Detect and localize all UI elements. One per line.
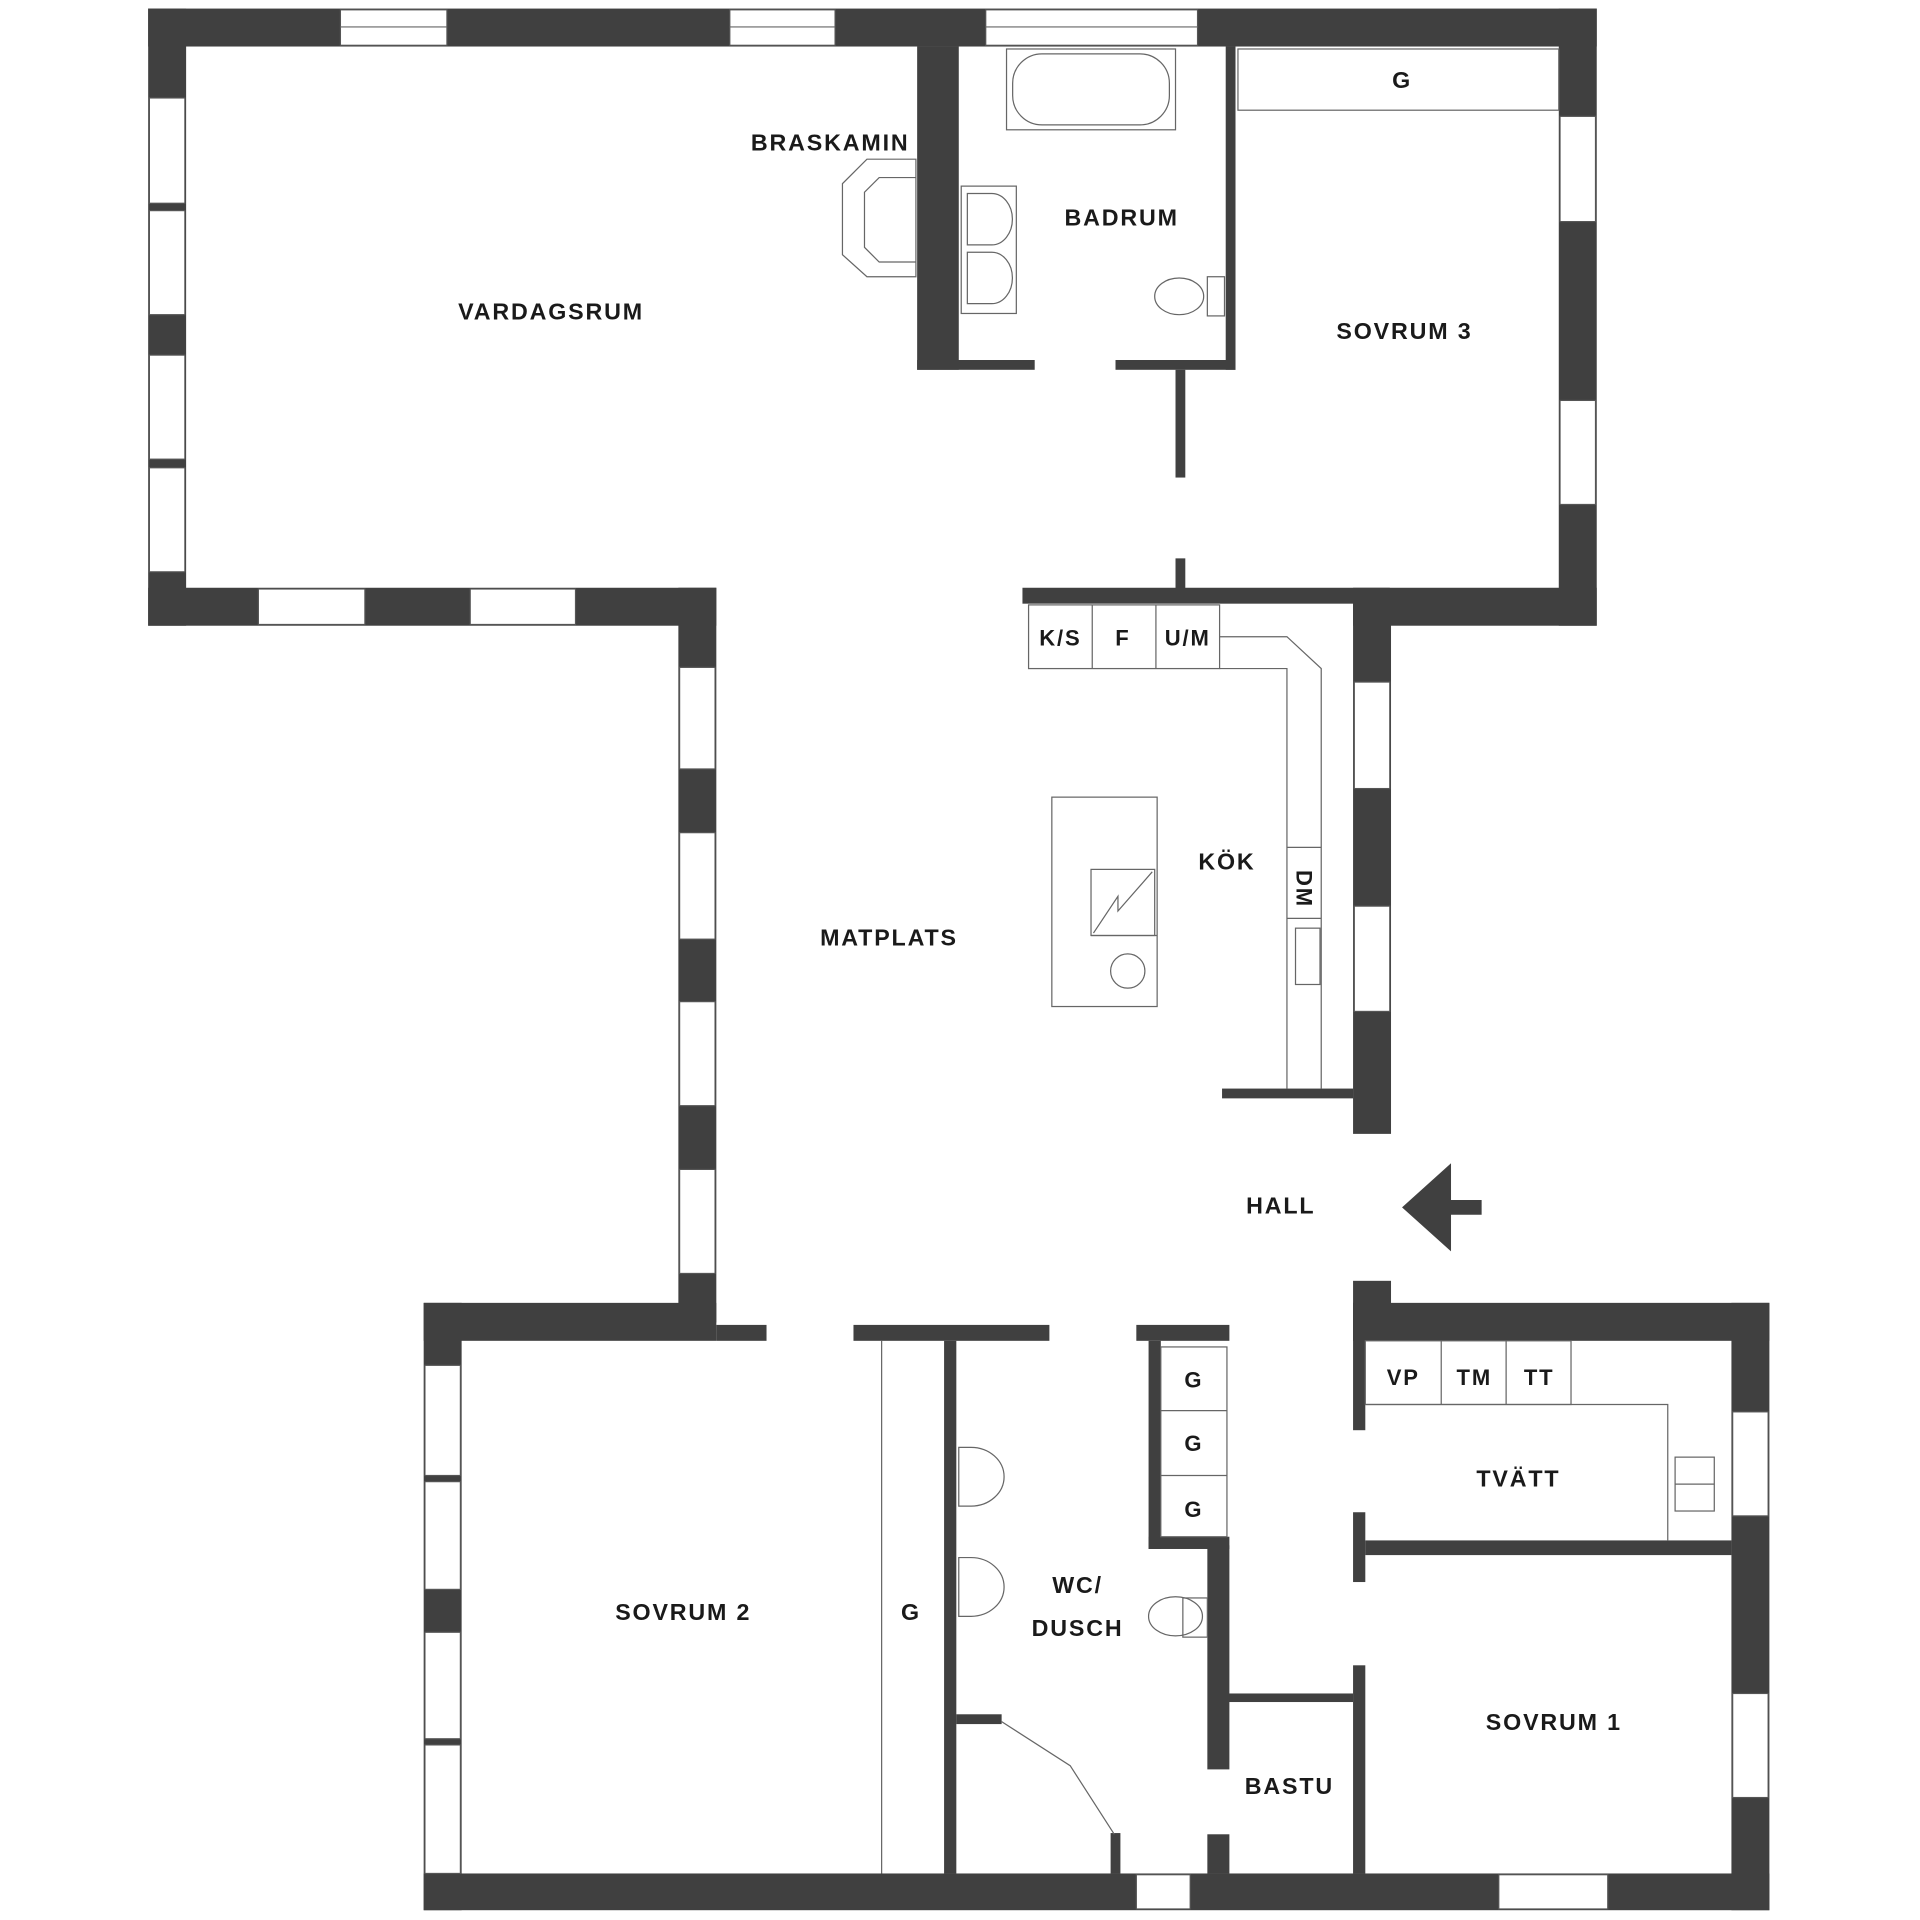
room-label-badrum: BADRUM: [1064, 204, 1178, 230]
windows: [148, 9, 1769, 1910]
appliance-label-f: F: [1115, 625, 1130, 650]
shower-door: [1001, 1721, 1115, 1835]
room-label-hall: HALL: [1246, 1192, 1315, 1218]
room-label-sovrum1: SOVRUM 1: [1486, 1709, 1622, 1735]
fireplace: [841, 158, 917, 278]
room-label-dusch: DUSCH: [1032, 1615, 1124, 1641]
appliance-label-ks: K/S: [1039, 625, 1081, 650]
fixtures: [841, 48, 1715, 1874]
room-label-matplats: MATPLATS: [820, 924, 958, 950]
double-sink: [960, 185, 1017, 315]
walls: [148, 8, 1770, 1911]
room-label-sovrum3: SOVRUM 3: [1336, 318, 1472, 344]
toilet: [1147, 1596, 1204, 1637]
label-braskamin: BRASKAMIN: [751, 130, 910, 156]
closet-label: G: [1184, 1497, 1203, 1522]
room-label-sovrum2: SOVRUM 2: [615, 1599, 751, 1625]
appliance-label-tt: TT: [1524, 1365, 1555, 1390]
sink: [958, 1446, 1005, 1617]
room-label-tvatt: TVÄTT: [1476, 1466, 1560, 1492]
room-label-bastu: BASTU: [1245, 1773, 1334, 1799]
appliance-label-um: U/M: [1165, 625, 1211, 650]
room-label-kok: KÖK: [1198, 848, 1255, 874]
appliance-label-dm: DM: [1292, 870, 1317, 908]
room-label-vardagsrum: VARDAGSRUM: [458, 299, 644, 325]
appliance-label-vp: VP: [1387, 1365, 1420, 1390]
kitchen-island: [1051, 796, 1158, 1008]
bathtub: [1005, 48, 1177, 131]
closet-label: G: [901, 1599, 921, 1625]
labels: VARDAGSRUM BRASKAMIN BADRUM SOVRUM 3 G M…: [458, 67, 1622, 1799]
toilet: [1154, 277, 1205, 316]
appliance-label-tm: TM: [1457, 1365, 1492, 1390]
closet-label: G: [1184, 1431, 1203, 1456]
closet-label: G: [1392, 67, 1412, 93]
closet-label: G: [1184, 1367, 1203, 1392]
kitchen-counter: [1027, 604, 1221, 670]
room-label-wc: WC/: [1052, 1572, 1103, 1598]
entrance-arrow-icon: [1402, 1163, 1482, 1252]
